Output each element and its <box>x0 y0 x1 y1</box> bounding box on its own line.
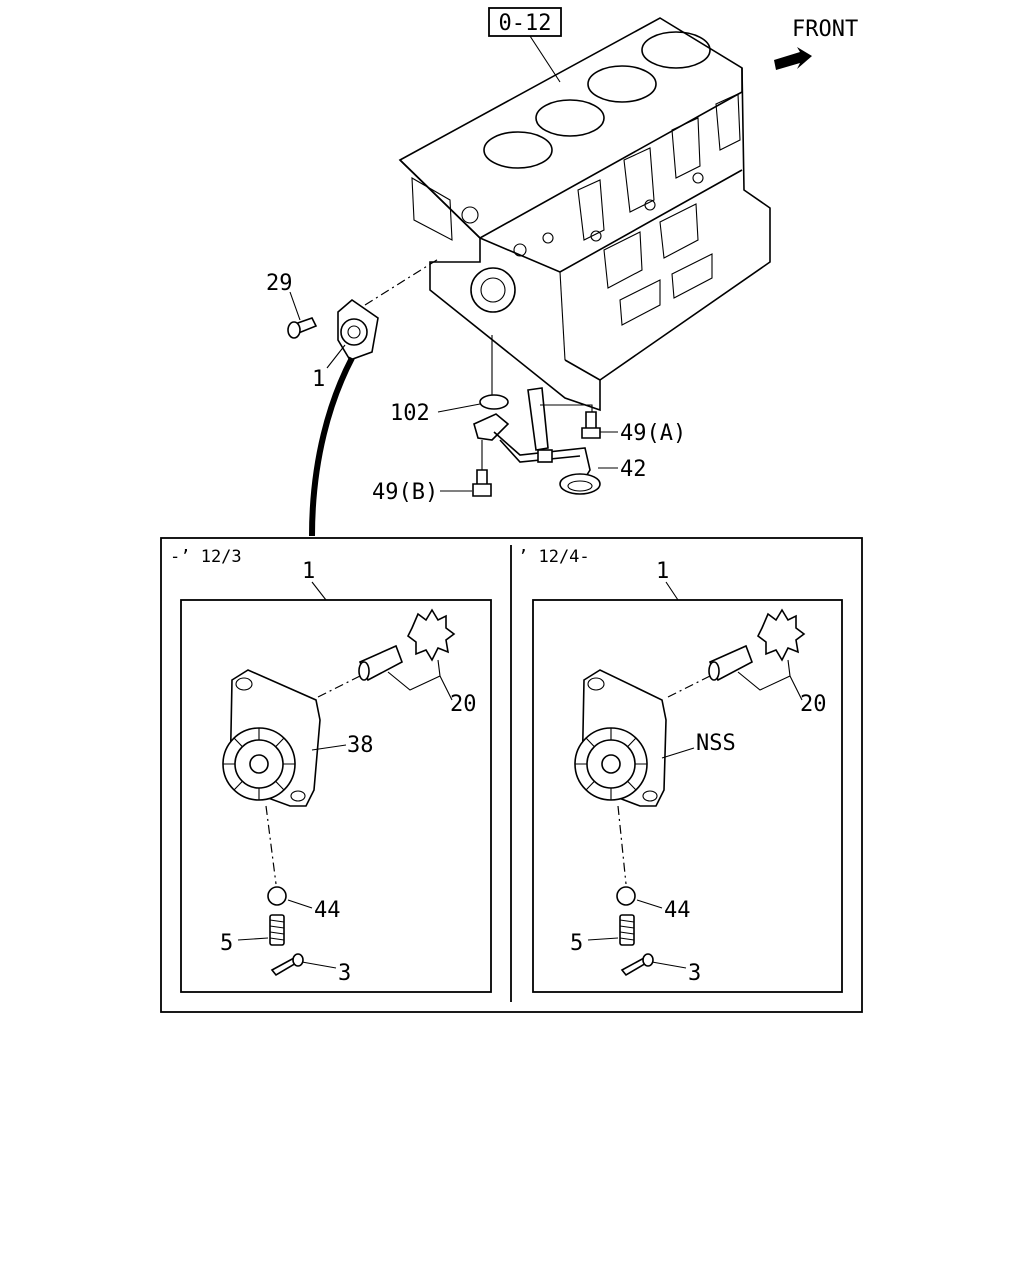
panel-late-assembly: 1 <box>656 559 669 584</box>
bolt-49a-bracket <box>540 404 593 412</box>
callout-49b: 49(B) <box>372 480 438 505</box>
panel-early-leader-38 <box>311 744 347 751</box>
panel-late-pump-body[interactable] <box>574 669 667 807</box>
pump-mount-line <box>364 257 441 306</box>
panel-early-callout-44: 44 <box>314 898 341 923</box>
leader-102 <box>437 403 481 413</box>
callout-29: 29 <box>266 271 293 296</box>
panel-late-spring[interactable] <box>619 914 635 946</box>
panel-late-leader-nss <box>661 747 695 759</box>
panel-early-callout-3: 3 <box>338 961 351 986</box>
panel-early-callout-38: 38 <box>347 733 374 758</box>
leader-29 <box>289 291 301 321</box>
panel-late-leader-5 <box>587 937 619 941</box>
front-label: FRONT <box>792 17 858 42</box>
panel-late: ’ 12/4- 1 20 NSS 44 <box>518 547 843 993</box>
engine-block <box>398 17 771 412</box>
panel-early-pin[interactable] <box>270 953 304 977</box>
callout-42: 42 <box>620 457 647 482</box>
oil-strainer-42[interactable] <box>473 387 601 495</box>
panel-early-drive-gear[interactable] <box>358 608 456 682</box>
bolt-49a[interactable] <box>581 411 601 439</box>
panel-late-leader-20 <box>737 659 803 701</box>
panel-late-assembly-leader <box>665 581 679 601</box>
reference-box-label: 0-12 <box>499 11 552 36</box>
panel-early-box <box>180 599 492 993</box>
panel-early-shaft-line <box>317 675 361 698</box>
panel-early-callout-20: 20 <box>450 692 477 717</box>
panel-early-leader-3 <box>301 961 337 969</box>
panel-late-box <box>532 599 843 993</box>
panel-late-valve-line <box>617 805 627 885</box>
bolt-49b[interactable] <box>472 469 492 497</box>
panel-early-leader-20 <box>387 659 453 701</box>
reference-box[interactable]: 0-12 <box>488 7 562 37</box>
panel-early-leader-5 <box>237 937 269 941</box>
panel-early-leader-44 <box>287 899 313 909</box>
panel-early-assembly: 1 <box>302 559 315 584</box>
panel-late-callout-3: 3 <box>688 961 701 986</box>
panel-early-valve-line <box>265 805 277 885</box>
panel-late-shaft-line <box>667 675 711 698</box>
panel-early: -’ 12/3 1 20 38 44 <box>170 547 492 993</box>
panel-late-period: ’ 12/4- <box>518 547 590 567</box>
panel-late-drive-gear[interactable] <box>708 608 806 682</box>
oil-pump-small[interactable] <box>337 298 379 361</box>
panel-late-callout-5: 5 <box>570 931 583 956</box>
panel-late-callout-44: 44 <box>664 898 691 923</box>
panel-early-assembly-leader <box>311 581 327 601</box>
panel-late-pin[interactable] <box>620 953 654 977</box>
front-arrow-icon <box>774 47 812 70</box>
bolt-29[interactable] <box>287 317 318 339</box>
panel-late-callout-20: 20 <box>800 692 827 717</box>
panel-early-callout-5: 5 <box>220 931 233 956</box>
callout-49a: 49(A) <box>620 421 686 446</box>
leader-1-top <box>326 344 346 369</box>
panel-early-spring[interactable] <box>269 914 285 946</box>
panel-late-callout-nss: NSS <box>696 731 736 756</box>
panel-late-ball[interactable] <box>616 886 636 906</box>
panel-late-leader-3 <box>651 961 687 969</box>
reference-leader <box>529 35 561 83</box>
detail-connector <box>309 356 355 537</box>
panel-early-period: -’ 12/3 <box>170 547 242 567</box>
oring-102[interactable] <box>479 394 509 410</box>
panel-early-pump-body[interactable] <box>222 669 321 807</box>
detail-frame <box>160 537 863 1013</box>
callout-1-top: 1 <box>312 367 325 392</box>
callout-102: 102 <box>390 401 430 426</box>
panel-early-ball[interactable] <box>267 886 287 906</box>
panel-late-leader-44 <box>636 899 663 909</box>
